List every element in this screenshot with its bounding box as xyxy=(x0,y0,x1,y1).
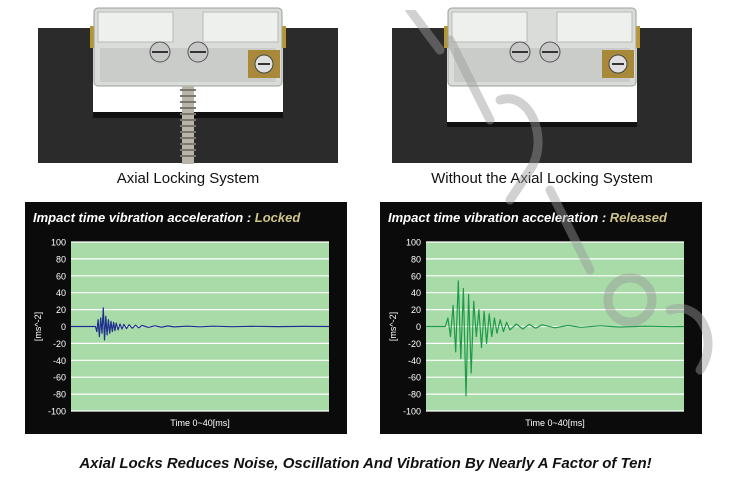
chart-title-prefix: Impact time vibration acceleration : xyxy=(388,210,610,225)
x-axis-label: Time 0~40[ms] xyxy=(525,418,584,428)
series-line xyxy=(426,280,685,397)
y-tick-label: 100 xyxy=(406,238,421,248)
y-tick-label: -60 xyxy=(53,373,66,383)
y-tick-label: 60 xyxy=(56,271,66,281)
series-line xyxy=(71,307,330,341)
y-tick-label: 20 xyxy=(56,305,66,315)
chart-title-released: Impact time vibration acceleration : Rel… xyxy=(388,210,667,225)
caption-released: Without the Axial Locking System xyxy=(431,170,653,187)
chart-title-state: Released xyxy=(609,210,667,225)
chart-title-state: Locked xyxy=(254,210,301,225)
chart-panel-released: Impact time vibration acceleration : Rel… xyxy=(380,202,702,434)
y-tick-label: 80 xyxy=(56,254,66,264)
y-tick-label: -40 xyxy=(53,356,66,366)
y-tick-label: -80 xyxy=(53,390,66,400)
y-tick-label: 0 xyxy=(61,322,66,332)
y-tick-label: 80 xyxy=(411,254,421,264)
y-tick-label: -60 xyxy=(408,373,421,383)
y-tick-label: 100 xyxy=(51,238,66,248)
y-tick-label: -100 xyxy=(403,407,421,417)
chart-plot-locked: 100 80 60 40 20 0 -20 -40 -60 -80 -100 [ms^-2] Time … xyxy=(33,238,330,428)
y-tick-label: -100 xyxy=(48,407,66,417)
x-axis-label: Time 0~40[ms] xyxy=(170,418,229,428)
y-tick-label: 60 xyxy=(411,271,421,281)
y-tick-label: -80 xyxy=(408,390,421,400)
chart-plot-released: 100 80 60 40 20 0 -20 -40 -60 -80 -100 [ms^-2] Time … xyxy=(388,238,685,428)
y-tick-label: 20 xyxy=(411,305,421,315)
product-photo-locked xyxy=(38,7,338,164)
y-axis-label: [ms^-2] xyxy=(33,312,43,341)
y-tick-label: -40 xyxy=(408,356,421,366)
y-tick-label: 0 xyxy=(416,322,421,332)
y-tick-label: 40 xyxy=(411,288,421,298)
chart-panel-locked: Impact time vibration acceleration : Loc… xyxy=(25,202,347,434)
y-tick-label: -20 xyxy=(408,339,421,349)
y-axis-label: [ms^-2] xyxy=(388,312,398,341)
y-tick-label: 40 xyxy=(56,288,66,298)
y-tick-label: -20 xyxy=(53,339,66,349)
footer-headline: Axial Locks Reduces Noise, Oscillation A… xyxy=(79,455,652,472)
product-photo-released xyxy=(392,7,692,163)
chart-title-locked: Impact time vibration acceleration : Loc… xyxy=(33,210,300,225)
chart-title-prefix: Impact time vibration acceleration : xyxy=(33,210,255,225)
caption-locked: Axial Locking System xyxy=(116,170,260,187)
